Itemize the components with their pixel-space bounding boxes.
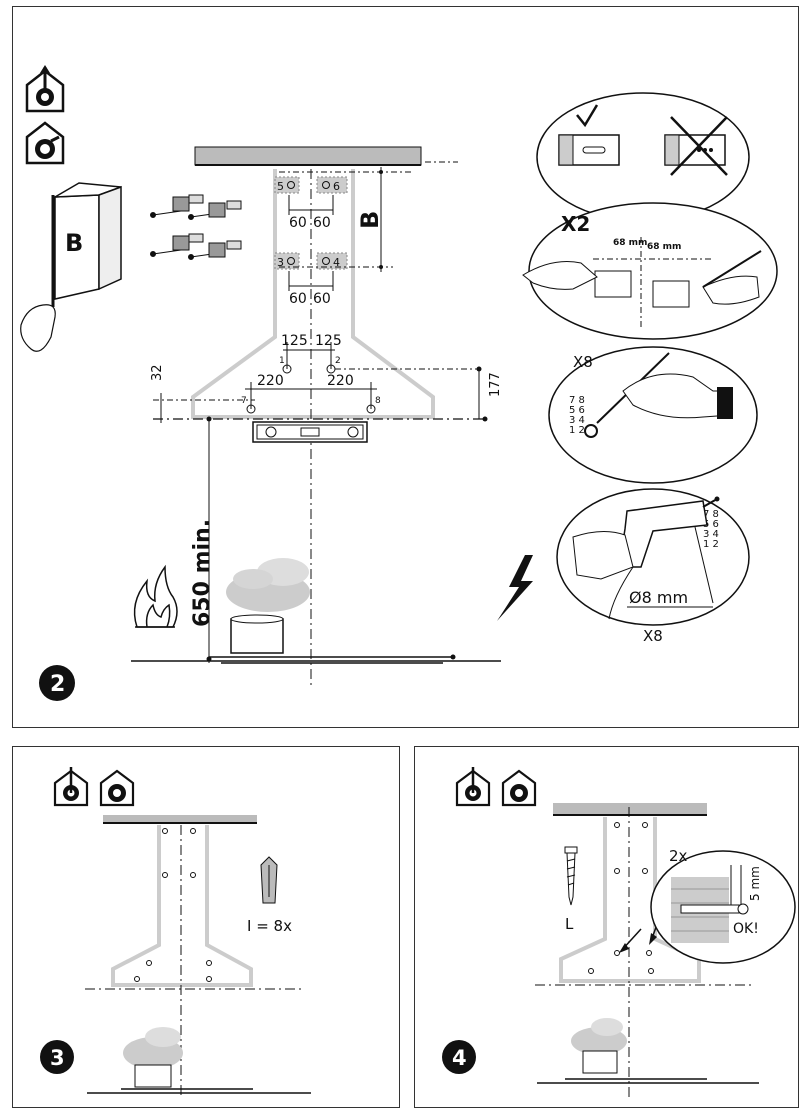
bracket-holes: 5 6 3 4 — [274, 176, 348, 270]
step-3-diagram: I = 8x 3 — [40, 767, 311, 1099]
cross-icon — [670, 116, 728, 176]
spirit-level — [252, 421, 368, 443]
step-4-badge — [442, 1040, 476, 1074]
hole-2-label: 2 — [335, 356, 341, 366]
step-4-diagram: L 2x 5 mm OK! 4 — [442, 767, 796, 1099]
mark-numbers-78: 7 8 — [569, 395, 585, 406]
dim-125-right: 125 — [315, 333, 342, 349]
callout-x8-mark: X8 — [573, 353, 593, 371]
dim-125-left: 125 — [281, 333, 308, 349]
step-2-number: 2 — [50, 672, 65, 697]
drilling-callout: 7 8 5 6 3 4 1 2 Ø8 mm X8 — [556, 488, 750, 645]
count-label: 2x — [669, 847, 688, 865]
orientation-callout — [536, 92, 750, 222]
drill-size: Ø8 mm — [629, 588, 688, 607]
marking-callout: X8 7 8 5 6 3 4 1 2 — [548, 346, 758, 484]
dim-60-top-left: 60 — [289, 215, 307, 231]
extraction-mode-icon — [25, 65, 65, 113]
ceiling-bar — [194, 146, 422, 166]
mark-numbers-12: 1 2 — [569, 425, 585, 436]
dim-b-label: B — [356, 211, 384, 229]
dim-32: 32 — [150, 364, 165, 381]
mark-numbers-56: 5 6 — [569, 405, 585, 416]
extraction-mode-icon — [455, 767, 491, 807]
drill-numbers-78: 7 8 — [703, 509, 719, 520]
step-4-number: 4 — [452, 1046, 467, 1070]
hood-outline — [111, 825, 253, 987]
cooking-pot-steam — [123, 1027, 183, 1088]
recirculation-mode-icon — [501, 769, 537, 807]
bracket-alignment-callout: X2 68 mm 68 mm — [522, 202, 778, 340]
screw-icon — [564, 846, 578, 906]
cooking-pot-steam — [571, 1018, 627, 1074]
recirculation-mode-icon — [99, 769, 135, 807]
screw-depth-detail: 2x 5 mm OK! — [650, 847, 796, 964]
dim-220-left: 220 — [257, 373, 284, 389]
hole-7-label: 7 — [241, 396, 247, 406]
depth-label: 5 mm — [748, 866, 762, 901]
hole-6-label: 6 — [333, 180, 340, 193]
screw-label: L — [565, 915, 574, 933]
step-2-panel: B 5 6 3 4 — [12, 6, 799, 728]
callout-x8-drill: X8 — [643, 627, 663, 645]
hole-4-label: 4 — [333, 256, 340, 269]
plug-count-label: I = 8x — [247, 917, 292, 935]
min-height-label: 650 min. — [190, 519, 215, 627]
part-b-label: B — [65, 229, 83, 257]
dim-220-right: 220 — [327, 373, 354, 389]
drill-numbers-34: 3 4 — [703, 529, 719, 540]
hole-3-label: 3 — [277, 256, 284, 269]
hand-icon — [20, 304, 56, 352]
drill-numbers-12: 1 2 — [703, 539, 719, 550]
cooking-pot-steam — [226, 558, 310, 654]
ok-label: OK! — [733, 921, 759, 937]
fire-hazard-icon — [133, 564, 178, 628]
hole-1-label: 1 — [279, 356, 285, 366]
dim-60-top-right: 60 — [313, 215, 331, 231]
hood-outline — [191, 169, 435, 419]
check-icon — [576, 104, 599, 128]
electric-hazard-icon — [497, 555, 533, 621]
ceiling-bar — [103, 815, 257, 823]
callout-68-right: 68 mm — [647, 242, 681, 252]
hole-5-label: 5 — [277, 180, 284, 193]
step-3-badge — [40, 1040, 74, 1074]
ceiling-bar — [553, 803, 707, 815]
step-4-panel: L 2x 5 mm OK! 4 — [414, 746, 799, 1108]
hood-outline — [559, 817, 701, 983]
dim-177: 177 — [488, 372, 503, 397]
hole-8-label: 8 — [375, 396, 381, 406]
callout-x2: X2 — [561, 212, 590, 236]
screws-and-plugs — [150, 194, 242, 260]
dim-60-bottom-right: 60 — [313, 291, 331, 307]
dim-60-bottom-left: 60 — [289, 291, 307, 307]
recirculation-mode-icon — [25, 121, 65, 165]
step-2-diagram: B 5 6 3 4 — [20, 65, 778, 701]
chimney-part-b: B — [20, 182, 122, 352]
drill-numbers-56: 5 6 — [703, 519, 719, 530]
mark-numbers-34: 3 4 — [569, 415, 585, 426]
step-2-badge — [39, 665, 75, 701]
wall-plug-icon — [260, 856, 278, 904]
step-3-panel: I = 8x 3 — [12, 746, 400, 1108]
callout-68-left: 68 mm — [613, 238, 647, 248]
step-3-number: 3 — [50, 1046, 65, 1070]
extraction-mode-icon — [53, 767, 89, 807]
